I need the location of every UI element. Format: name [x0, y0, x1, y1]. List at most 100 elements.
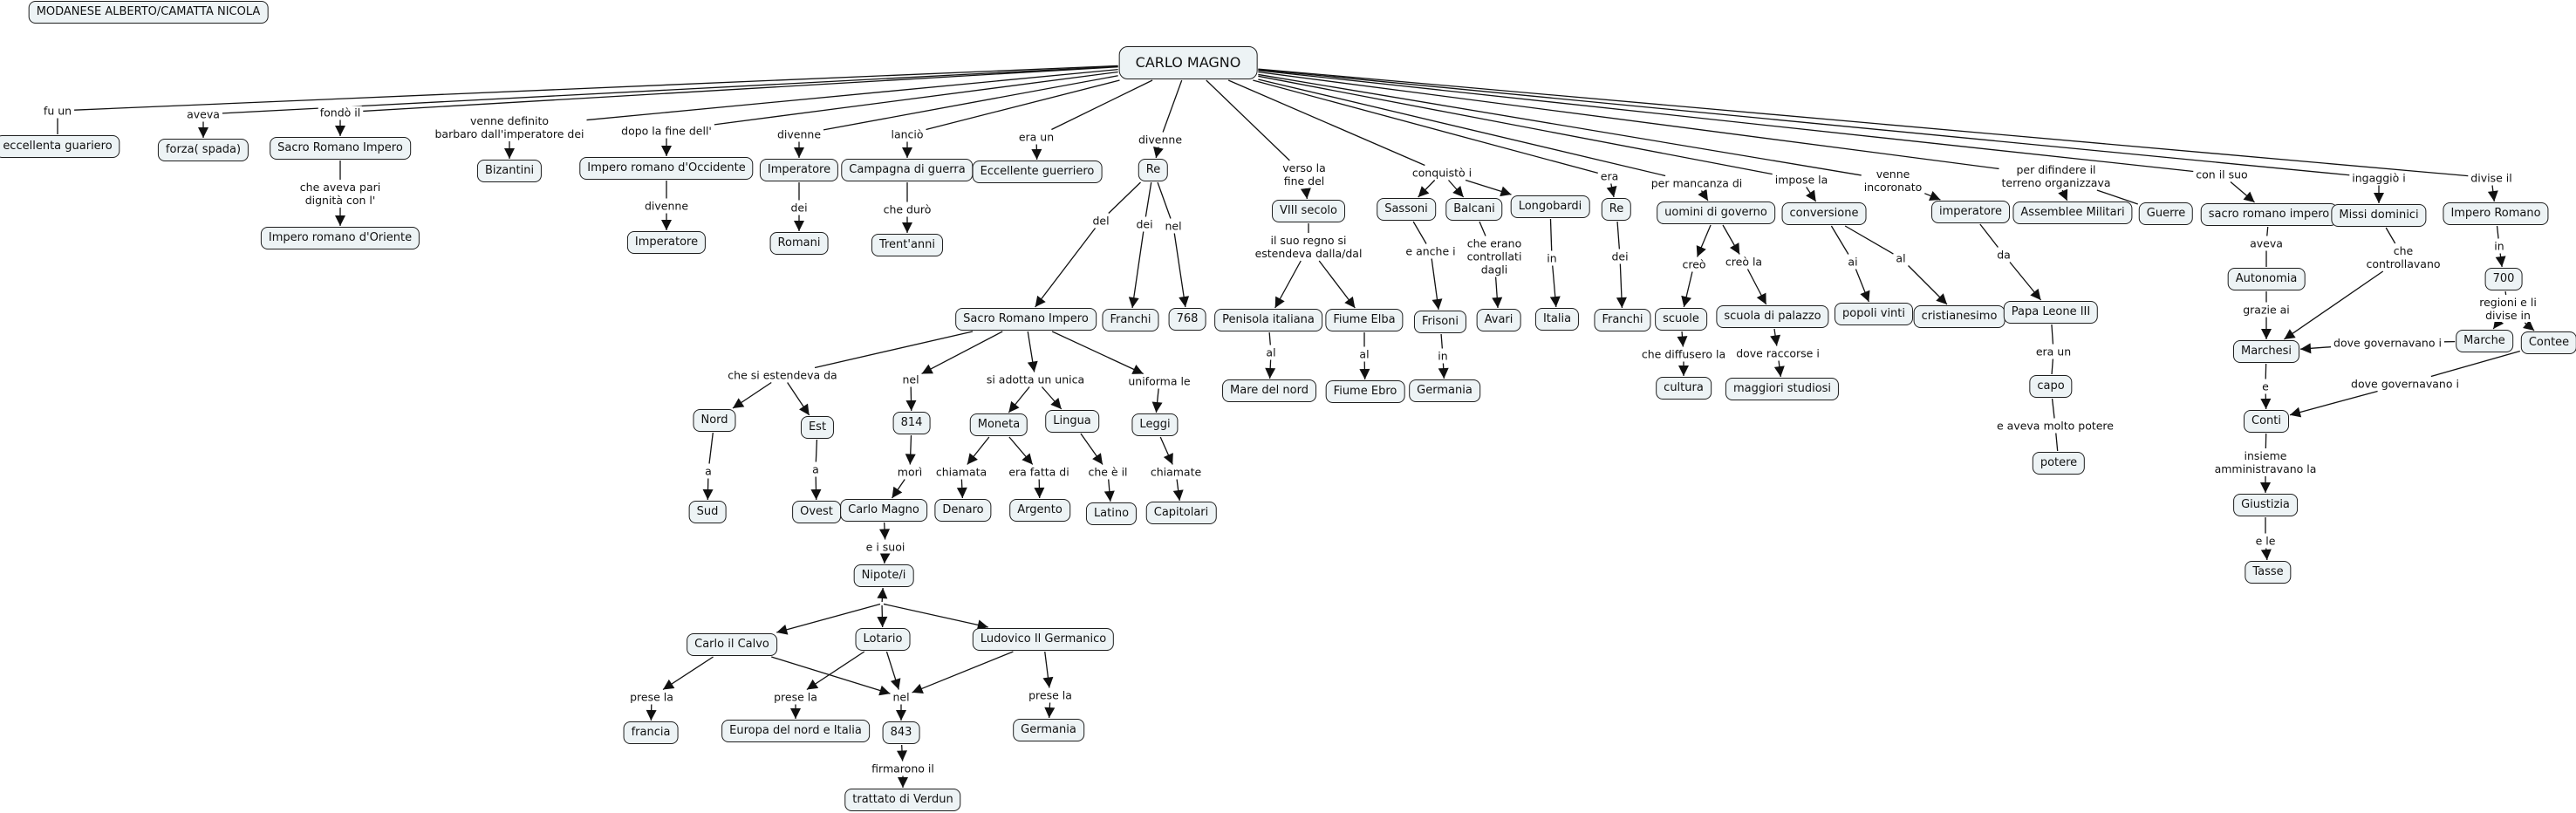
main-concept[interactable]: CARLO MAGNO [1118, 46, 1258, 79]
concept-ludovico-il-germanico[interactable]: Ludovico Il Germanico [972, 628, 1115, 651]
concept-leggi[interactable]: Leggi [1131, 413, 1179, 436]
arrowhead-icon [1681, 295, 1691, 307]
concept-potere[interactable]: potere [2032, 452, 2086, 475]
arrowhead-icon [1151, 401, 1163, 413]
concept-europa-del-nord-e-italia[interactable]: Europa del nord e Italia [721, 720, 870, 742]
concept-carlo-magno[interactable]: Carlo Magno [840, 499, 927, 522]
arrowhead-icon [1050, 398, 1062, 409]
linking-phrase-creo-la: creò la [1723, 255, 1765, 269]
linking-phrase-dove-raccorse-i: dove raccorse i [1734, 346, 1821, 360]
connection-line [1440, 333, 1443, 349]
concept-fiume-elba[interactable]: Fiume Elba [1325, 309, 1404, 331]
concept-sud[interactable]: Sud [688, 501, 727, 523]
concept-nord[interactable]: Nord [693, 409, 736, 432]
concept-germania[interactable]: Germania [1409, 379, 1480, 402]
concept-fiume-ebro[interactable]: Fiume Ebro [1325, 380, 1405, 403]
concept-franchi[interactable]: Franchi [1594, 309, 1651, 331]
concept-cristianesimo[interactable]: cristianesimo [1913, 305, 2005, 328]
concept-impero-romano[interactable]: Impero Romano [2443, 202, 2549, 225]
concept-guerre[interactable]: Guerre [2138, 202, 2194, 225]
concept-mare-del-nord[interactable]: Mare del nord [1222, 379, 1316, 402]
arrowhead-icon [1027, 360, 1038, 372]
concept-imperatore[interactable]: Imperatore [759, 159, 839, 181]
concept-843[interactable]: 843 [882, 721, 920, 744]
concept-forza-spada[interactable]: forza( spada) [157, 139, 249, 161]
concept-sacro-romano-impero[interactable]: Sacro Romano Impero [270, 137, 411, 160]
connection-line [1162, 79, 1183, 133]
concept-814[interactable]: 814 [892, 412, 931, 434]
connection-line [2051, 324, 2054, 345]
authors-box[interactable]: MODANESE ALBERTO/CAMATTA NICOLA [28, 1, 269, 24]
concept-contee[interactable]: Contee [2520, 331, 2576, 354]
concept-carlo-il-calvo[interactable]: Carlo il Calvo [687, 633, 777, 656]
concept-eccellenta-guariero[interactable]: eccellenta guariero [0, 135, 120, 158]
concept-impero-romano-d-occidente[interactable]: Impero romano d'Occidente [579, 157, 754, 180]
concept-capo[interactable]: capo [2029, 375, 2073, 398]
concept-balcani[interactable]: Balcani [1445, 198, 1503, 221]
concept-scuola-di-palazzo[interactable]: scuola di palazzo [1716, 305, 1829, 328]
concept-marchesi[interactable]: Marchesi [2232, 340, 2300, 363]
concept-re[interactable]: Re [1138, 159, 1169, 181]
connection-line [2051, 398, 2055, 419]
concept-lingua[interactable]: Lingua [1045, 410, 1099, 433]
concept-papa-leone-iii[interactable]: Papa Leone III [2003, 301, 2099, 324]
concept-campagna-di-guerra[interactable]: Campagna di guerra [841, 159, 974, 181]
concept-trattato-di-verdun[interactable]: trattato di Verdun [844, 789, 961, 811]
concept-autonomia[interactable]: Autonomia [2227, 268, 2306, 290]
concept-italia[interactable]: Italia [1534, 308, 1580, 331]
concept-cultura[interactable]: cultura [1656, 377, 1712, 400]
connection-line [1616, 221, 1621, 249]
arrowhead-icon [663, 679, 675, 690]
concept-imperatore[interactable]: imperatore [1931, 201, 2010, 223]
concept-eccellente-guerriero[interactable]: Eccellente guerriero [972, 161, 1103, 183]
concept-longobardi[interactable]: Longobardi [1510, 195, 1590, 218]
concept-imperatore[interactable]: Imperatore [626, 231, 707, 254]
connection-line [1206, 79, 1290, 161]
arrowhead-icon [2260, 398, 2272, 409]
concept-moneta[interactable]: Moneta [969, 413, 1028, 436]
arrowhead-icon [1431, 298, 1443, 310]
concept-argento[interactable]: Argento [1009, 499, 1070, 522]
concept-marche[interactable]: Marche [2456, 330, 2513, 352]
concept-viii-secolo[interactable]: VIII secolo [1272, 200, 1345, 222]
concept-768[interactable]: 768 [1168, 308, 1206, 331]
concept-penisola-italiana[interactable]: Penisola italiana [1214, 309, 1322, 331]
concept-sacro-romano-impero[interactable]: Sacro Romano Impero [955, 308, 1097, 331]
concept-700[interactable]: 700 [2484, 268, 2523, 290]
concept-sacro-romano-impero[interactable]: sacro romano impero [2200, 203, 2338, 226]
concept-lotario[interactable]: Lotario [855, 628, 911, 651]
concept-trent-anni[interactable]: Trent'anni [871, 234, 944, 256]
concept-germania[interactable]: Germania [1013, 719, 1084, 741]
concept-latino[interactable]: Latino [1085, 502, 1138, 525]
concept-est[interactable]: Est [800, 416, 835, 439]
concept-impero-romano-d-oriente[interactable]: Impero romano d'Oriente [260, 227, 420, 249]
connection-line [708, 432, 714, 464]
concept-tasse[interactable]: Tasse [2245, 561, 2292, 584]
concept-romani[interactable]: Romani [769, 232, 829, 255]
concept-sassoni[interactable]: Sassoni [1377, 198, 1436, 221]
arrowhead-icon [896, 710, 906, 721]
concept-franchi[interactable]: Franchi [1102, 309, 1159, 331]
concept-capitolari[interactable]: Capitolari [1145, 502, 1217, 524]
concept-francia[interactable]: francia [623, 721, 679, 744]
concept-bizantini[interactable]: Bizantini [476, 160, 543, 182]
concept-denaro[interactable]: Denaro [934, 499, 992, 522]
concept-missi-dominici[interactable]: Missi dominici [2331, 204, 2427, 227]
concept-conti[interactable]: Conti [2244, 410, 2289, 433]
concept-popoli-vinti[interactable]: popoli vinti [1834, 303, 1914, 325]
concept-frisoni[interactable]: Frisoni [1413, 311, 1467, 333]
concept-maggiori-studiosi[interactable]: maggiori studiosi [1725, 378, 1840, 400]
connection-line [1258, 69, 2350, 176]
linking-phrase-dove-governavano-i: dove governavano i [2349, 377, 2461, 391]
arrowhead-icon [1438, 367, 1449, 379]
concept-avari[interactable]: Avari [1476, 309, 1521, 331]
concept-nipote-i[interactable]: Nipote/i [853, 564, 914, 587]
concept-scuole[interactable]: scuole [1655, 308, 1707, 331]
concept-re[interactable]: Re [1601, 198, 1632, 221]
linking-phrase-dove-governavano-i: dove governavano i [2332, 336, 2443, 350]
concept-conversione[interactable]: conversione [1781, 202, 1867, 225]
concept-giustizia[interactable]: Giustizia [2233, 494, 2298, 516]
concept-ovest[interactable]: Ovest [792, 501, 841, 523]
concept-uomini-di-governo[interactable]: uomini di governo [1657, 202, 1775, 224]
concept-assemblee-militari[interactable]: Assemblee Militari [2012, 202, 2133, 224]
